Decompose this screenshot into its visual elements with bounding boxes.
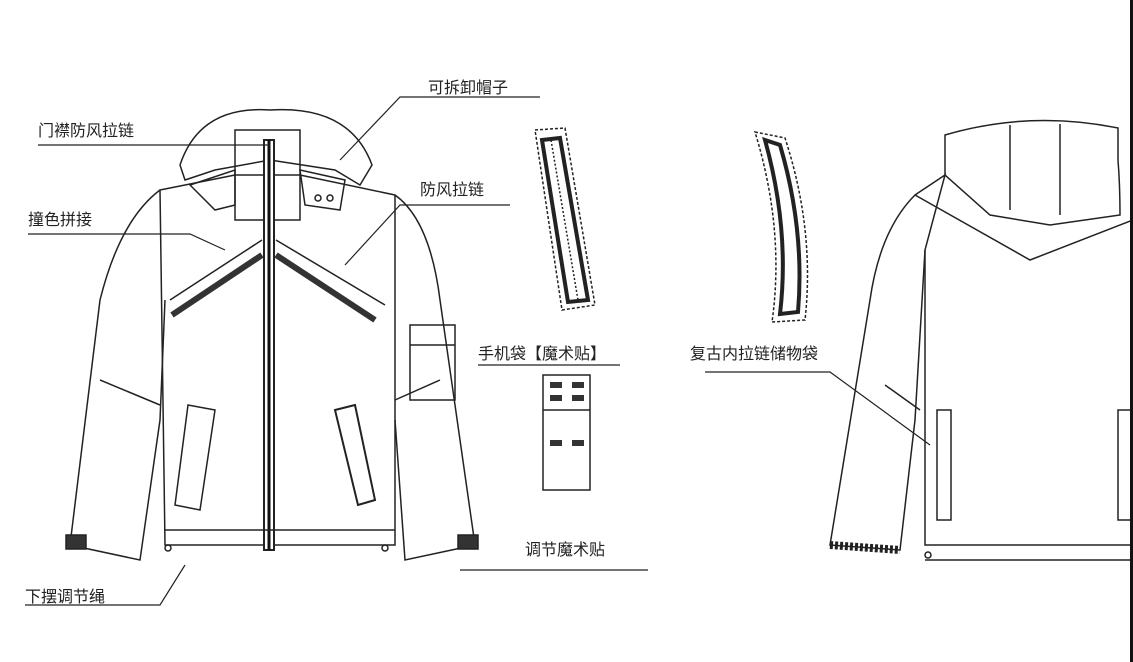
label-inner-zip-pocket: 复古内拉链储物袋: [690, 344, 819, 363]
zipper-detail-2: [753, 131, 809, 323]
label-phone-pocket: 手机袋【魔术贴】: [478, 344, 607, 363]
front-body: [159, 174, 396, 546]
label-windproof-zipper: 防风拉链: [420, 180, 485, 199]
front-left-sleeve: [69, 189, 166, 561]
front-hood: [179, 108, 373, 187]
right-hand-pocket: [333, 403, 377, 507]
label-placket-zipper: 门襟防风拉链: [38, 121, 135, 140]
back-pocket-left: [936, 409, 952, 521]
back-hood: [944, 119, 1121, 226]
front-collar-flap-left: [188, 168, 236, 211]
leader-lines: [25, 96, 931, 606]
label-color-block: 撞色拼接: [28, 210, 93, 229]
zipper-detail-1: [534, 127, 596, 311]
label-adjust-velcro: 调节魔术贴: [525, 540, 606, 559]
chest-zip-left: [170, 252, 264, 318]
left-hand-pocket: [174, 404, 216, 511]
front-right-sleeve: [394, 194, 476, 561]
sleeve-phone-pocket: [409, 324, 456, 401]
front-collar-flap-right: [299, 169, 346, 211]
right-edge-bar: [1130, 0, 1133, 662]
label-hem-drawcord: 下摆调节绳: [25, 587, 106, 606]
label-detachable-hood: 可拆卸帽子: [428, 78, 509, 97]
chest-zip-right: [274, 252, 377, 323]
back-jacket: [829, 119, 1133, 561]
back-cuff: [829, 541, 901, 554]
front-jacket: [65, 108, 479, 561]
phone-pocket-detail: [542, 374, 591, 491]
